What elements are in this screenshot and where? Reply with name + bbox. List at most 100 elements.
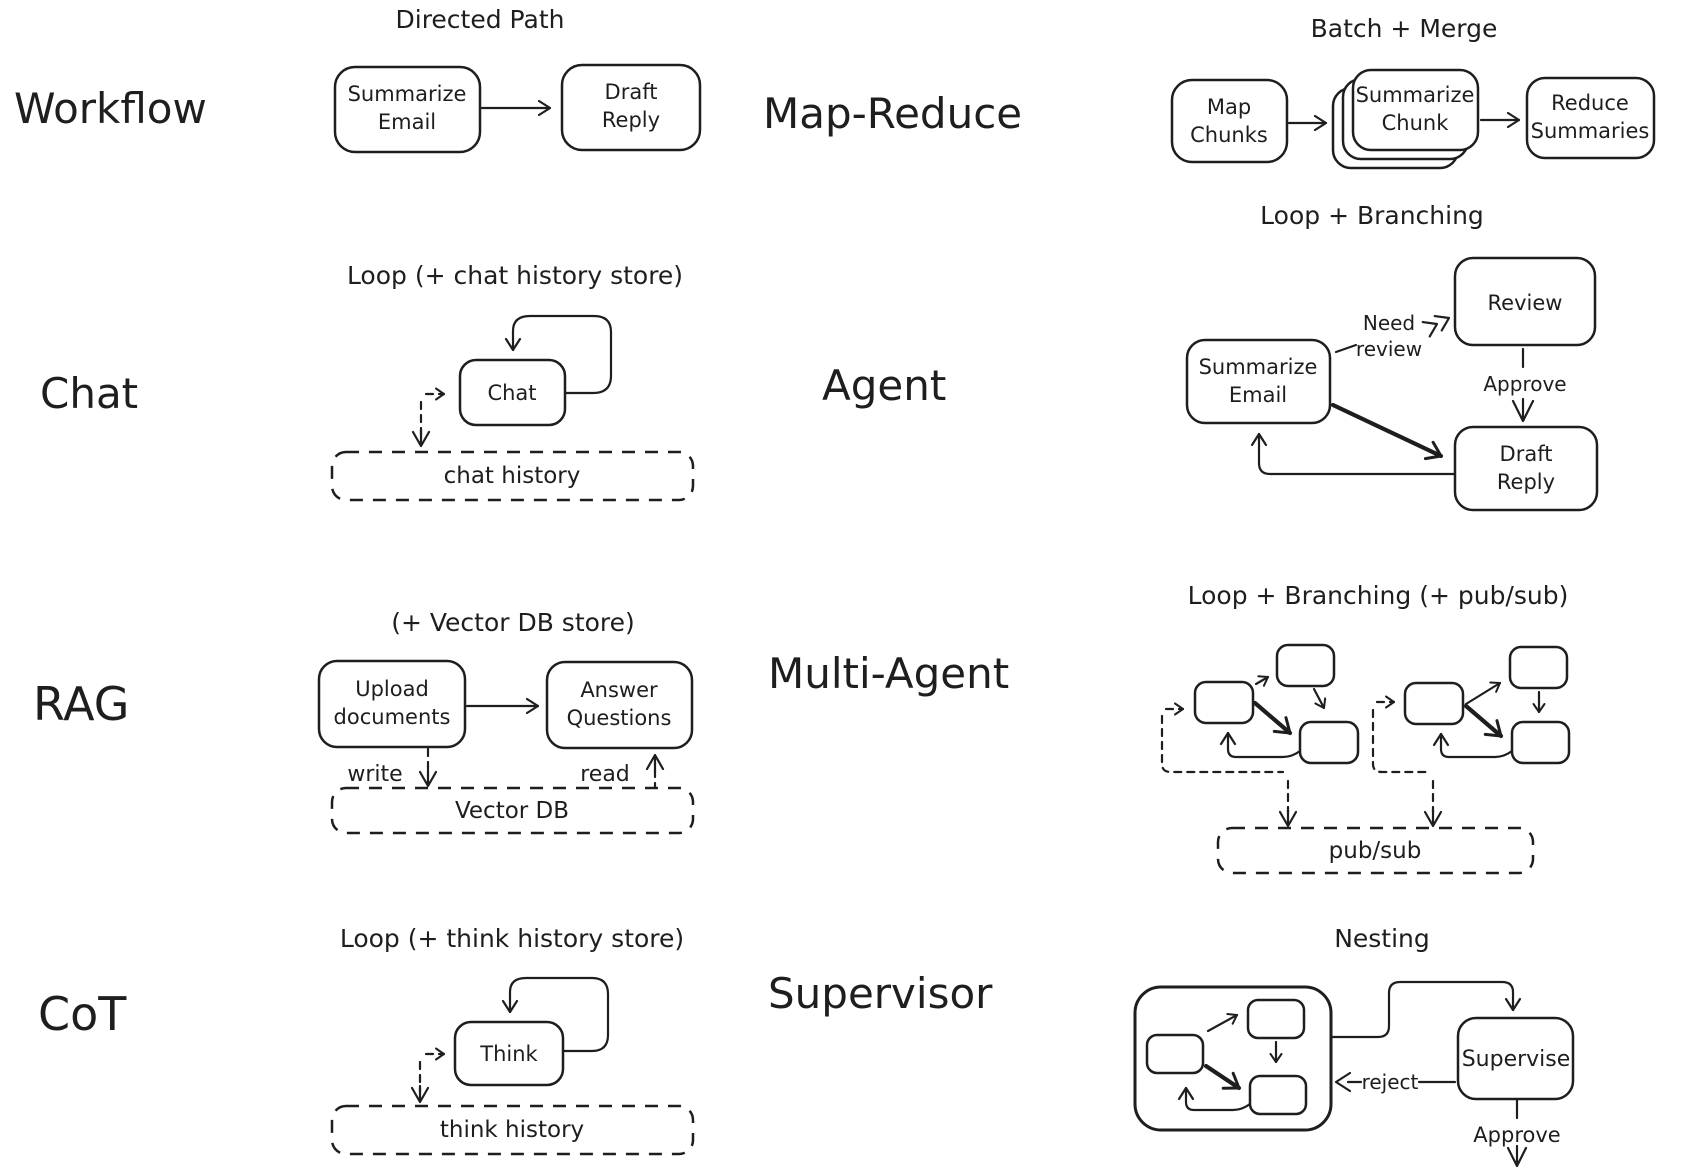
map-reduce-section: Map-Reduce Batch + Merge Map Chunks Summ… <box>763 14 1656 170</box>
cot-node-think <box>453 1020 565 1087</box>
agent-need-review-arrowhead-outer <box>1433 314 1451 332</box>
multi-agent-cluster-2 <box>1371 645 1571 828</box>
agent-approve-arrowhead <box>1511 397 1535 423</box>
cluster2-pubsub-arrowhead <box>1423 808 1443 828</box>
chat-node-chat <box>458 358 567 427</box>
workflow-draft-reply-line2: Reply <box>602 108 660 132</box>
rag-section: RAG (+ Vector DB store) Upload documents… <box>33 608 695 835</box>
rag-upload-line2: documents <box>334 705 451 729</box>
multi-agent-store-pub-sub <box>1216 826 1535 875</box>
map-reduce-pattern-title: Batch + Merge <box>1311 14 1498 43</box>
supervisor-edge-container-to-supervise <box>1329 980 1522 1039</box>
rag-answer-line2: Questions <box>567 706 672 730</box>
rag-section-label: RAG <box>33 677 129 731</box>
chat-self-loop-edge <box>504 314 613 395</box>
agent-draft-reply-line1: Draft <box>1500 442 1553 466</box>
agent-loop-draft-to-summarize <box>1250 432 1457 476</box>
rag-edge-read-label: read <box>580 762 630 787</box>
reduce-summaries-line1: Reduce <box>1551 91 1629 115</box>
agent-node-summarize-email <box>1185 338 1332 425</box>
agent-edge-summarize-to-draft <box>1330 402 1444 461</box>
multi-agent-section: Multi-Agent Loop + Branching (+ pub/sub) <box>768 581 1571 875</box>
chat-section: Chat Loop (+ chat history store) Chat ch… <box>40 261 695 502</box>
cot-section-label: CoT <box>38 987 127 1041</box>
cluster2-bottom-node <box>1510 720 1571 765</box>
cluster2-edge-left-to-top <box>1464 681 1502 706</box>
cot-store-think-history <box>330 1104 695 1156</box>
supervisor-node-supervise <box>1456 1016 1575 1101</box>
inner-top-node <box>1246 998 1306 1040</box>
cluster1-top-node <box>1275 643 1336 688</box>
supervisor-pattern-title: Nesting <box>1334 924 1430 953</box>
inner-edge-left-to-bottom <box>1203 1063 1242 1091</box>
chat-pattern-title: Loop (+ chat history store) <box>347 261 683 290</box>
summarize-chunk-line1: Summarize <box>1356 83 1475 107</box>
supervisor-inner-cluster <box>1145 998 1308 1116</box>
agent-review-label: Review <box>1488 291 1563 315</box>
cluster2-left-node <box>1403 681 1465 726</box>
workflow-draft-reply-line1: Draft <box>605 80 658 104</box>
agent-section: Agent Loop + Branching Need review Appro… <box>822 201 1599 512</box>
cluster1-bottom-node <box>1298 720 1360 765</box>
rag-pattern-title: (+ Vector DB store) <box>391 608 635 637</box>
cot-section: CoT Loop (+ think history store) Think t… <box>38 924 695 1156</box>
cot-self-loop-edge <box>501 976 610 1053</box>
agent-pattern-title: Loop + Branching <box>1260 201 1484 230</box>
cluster1-edge-left-to-bottom <box>1252 700 1293 736</box>
map-reduce-node-map-chunks <box>1170 78 1289 164</box>
workflow-node-summarize-email <box>333 65 482 154</box>
supervisor-approve-arrowhead <box>1506 1144 1528 1168</box>
pub-sub-store-label: pub/sub <box>1329 838 1422 864</box>
supervisor-section: Supervisor Nesting Supervise reject Appr… <box>768 924 1575 1168</box>
multi-agent-cluster-1 <box>1160 643 1360 828</box>
workflow-summarize-email-line2: Email <box>378 110 436 134</box>
agent-node-draft-reply <box>1453 425 1599 512</box>
reduce-summaries-line2: Summaries <box>1531 119 1650 143</box>
agent-summarize-email-line2: Email <box>1229 383 1287 407</box>
agent-edge-need-review-line2: review <box>1356 337 1422 361</box>
map-reduce-node-summarize-chunk <box>1351 68 1480 152</box>
cluster1-edge-top-to-bottom <box>1312 687 1327 710</box>
inner-bottom-node <box>1248 1074 1308 1116</box>
cluster1-edge-left-to-top <box>1254 675 1270 687</box>
workflow-section: Workflow Directed Path Summarize Email D… <box>14 5 702 154</box>
rag-vector-db-label: Vector DB <box>455 798 569 824</box>
rag-answer-line1: Answer <box>580 678 658 702</box>
cot-pattern-title: Loop (+ think history store) <box>340 924 684 953</box>
workflow-pattern-title: Directed Path <box>396 5 565 34</box>
map-chunks-line2: Chunks <box>1190 123 1268 147</box>
summarize-chunk-line2: Chunk <box>1382 111 1450 135</box>
cot-history-arrowhead <box>410 1084 430 1104</box>
agent-summarize-email-line1: Summarize <box>1199 355 1318 379</box>
inner-edge-left-to-top <box>1206 1013 1239 1033</box>
agent-section-label: Agent <box>822 361 946 410</box>
agent-node-review <box>1453 256 1597 347</box>
cluster1-pubsub-arrowhead <box>1278 808 1298 828</box>
think-history-store-label: think history <box>440 1117 584 1143</box>
supervisor-edge-reject-label: reject <box>1362 1070 1419 1094</box>
workflow-section-label: Workflow <box>14 84 207 133</box>
rag-upload-line1: Upload <box>355 677 429 701</box>
agent-need-review-leader-line <box>1334 343 1358 354</box>
multi-agent-section-label: Multi-Agent <box>768 649 1009 698</box>
map-chunks-line1: Map <box>1207 95 1251 119</box>
map-reduce-section-label: Map-Reduce <box>763 89 1022 138</box>
inner-left-node <box>1145 1033 1205 1075</box>
rag-read-arrowhead <box>645 753 665 773</box>
supervisor-edge-approve-label: Approve <box>1473 1123 1560 1147</box>
multi-agent-pattern-title: Loop + Branching (+ pub/sub) <box>1188 581 1569 610</box>
supervise-label: Supervise <box>1462 1047 1571 1072</box>
agent-draft-reply-line2: Reply <box>1497 470 1555 494</box>
workflow-summarize-email-line1: Summarize <box>348 82 467 106</box>
agent-edge-need-review-line1: Need <box>1363 311 1415 335</box>
rag-node-answer-questions <box>545 660 694 750</box>
chat-history-arrowhead <box>411 428 431 448</box>
agent-need-review-arrowhead-inner <box>1421 320 1439 338</box>
agent-edge-approve-label: Approve <box>1483 372 1566 396</box>
chat-section-label: Chat <box>40 369 138 418</box>
cluster1-dashed-elbow <box>1160 714 1285 774</box>
cluster2-loop-edge <box>1432 732 1514 759</box>
chat-store-chat-history <box>330 450 695 502</box>
